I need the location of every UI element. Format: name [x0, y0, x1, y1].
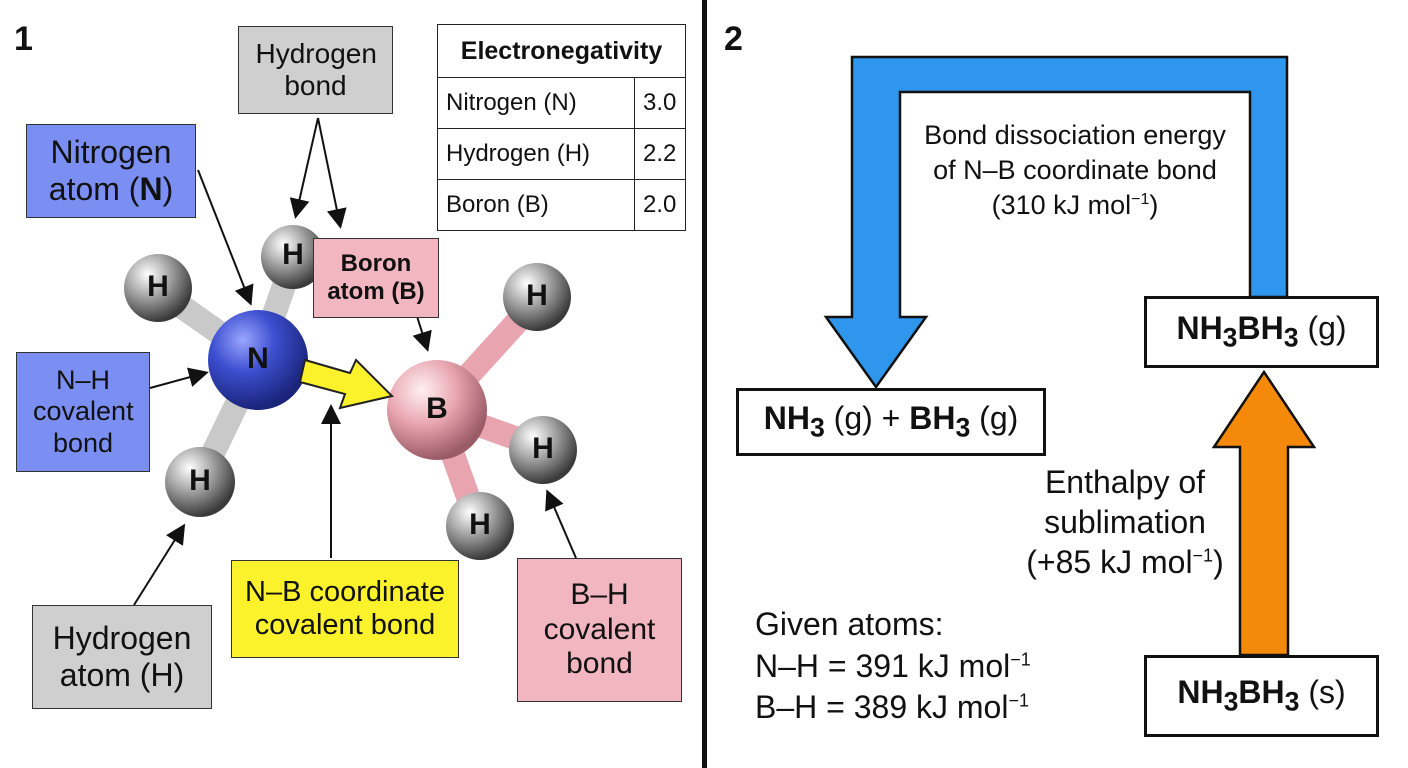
molecule-diagram — [124, 117, 577, 606]
sublimation-arrow — [1211, 369, 1317, 657]
nh3bh3-solid-box: NH3BH3 (s) — [1144, 655, 1379, 737]
boron-atom-sphere — [387, 360, 487, 460]
nitrogen-atom-label: Nitrogen atom (N) — [26, 124, 196, 218]
hydrogen-symbol-left: H — [147, 270, 169, 303]
value-cell: 2.0 — [634, 179, 686, 231]
hydrogen-atom-bottom-left — [165, 447, 235, 517]
panel-2-number: 2 — [724, 20, 743, 58]
nb-bond-text: N–B coordinate covalent bond — [245, 575, 445, 641]
bh-bond-label: B–H covalent bond — [517, 558, 682, 702]
hydrogen-symbol-upper-right: H — [526, 279, 548, 312]
hydrogen-atom-right — [509, 416, 577, 484]
hydrogen-symbol-right: H — [532, 432, 554, 465]
hydrogen-bond-label: Hydrogen bond — [238, 26, 393, 114]
value-cell: 2.2 — [634, 128, 686, 180]
hydrogen-symbol-bottom-left: H — [189, 464, 211, 497]
given-bh: B–H = 389 kJ mol−1 — [755, 689, 1029, 726]
given-nh: N–H = 391 kJ mol−1 — [755, 647, 1031, 684]
nitrogen-symbol: N — [247, 342, 269, 375]
table-row: Boron (B) 2.0 — [437, 179, 686, 231]
boron-symbol: B — [426, 392, 448, 425]
given-title: Given atoms: — [755, 606, 944, 642]
given-atoms: Given atoms: N–H = 391 kJ mol−1 B–H = 38… — [755, 604, 1031, 729]
element-cell: Hydrogen (H) — [437, 128, 635, 180]
table-row: Hydrogen (H) 2.2 — [437, 128, 686, 180]
panel-divider — [702, 0, 707, 768]
nb-bond-label: N–B coordinate covalent bond — [231, 560, 459, 658]
nh-bond-text: N–H covalent bond — [33, 365, 134, 458]
hydrogen-atom-label: Hydrogen atom (H) — [32, 605, 212, 709]
hydrogen-atom-upper-right — [503, 263, 571, 331]
hydrogen-atom-left — [124, 254, 192, 322]
nitrogen-atom-text: Nitrogen atom (N) — [48, 134, 174, 207]
dissociation-label: Bond dissociation energy of N–B coordina… — [924, 120, 1226, 221]
nh-bond-label: N–H covalent bond — [16, 352, 150, 472]
coordinate-bond-arrow — [298, 358, 394, 410]
hydrogen-atom-bottom-right — [446, 492, 514, 560]
hydrogen-atom-top — [261, 225, 325, 289]
element-cell: Nitrogen (N) — [437, 77, 635, 129]
products-box: NH3 (g) + BH3 (g) — [736, 388, 1046, 456]
nh3bh3-solid-formula: NH3BH3 (s) — [1177, 674, 1346, 717]
bh-bond-text: B–H covalent bond — [543, 578, 656, 681]
nh3bh3-gas-formula: NH3BH3 (g) — [1176, 310, 1347, 353]
hydrogen-bond-text: Hydrogen bond — [255, 37, 377, 101]
boron-atom-text: Boron atom (B) — [327, 250, 425, 305]
element-cell: Boron (B) — [437, 179, 635, 231]
panel-1-number: 1 — [14, 20, 33, 58]
electronegativity-table: Electronegativity Nitrogen (N) 3.0 Hydro… — [437, 24, 686, 231]
nh3bh3-gas-box: NH3BH3 (g) — [1144, 296, 1379, 368]
dissociation-arrow — [823, 55, 1289, 390]
products-formula: NH3 (g) + BH3 (g) — [763, 400, 1019, 443]
hydrogen-symbol-top: H — [282, 238, 304, 271]
table-header: Electronegativity — [437, 24, 686, 78]
hydrogen-atom-text: Hydrogen atom (H) — [52, 620, 192, 693]
sublimation-label: Enthalpy of sublimation (+85 kJ mol−1) — [1026, 464, 1224, 580]
boron-atom-label: Boron atom (B) — [313, 238, 439, 318]
nitrogen-atom-sphere — [208, 310, 308, 410]
hydrogen-symbol-bottom-right: H — [469, 508, 491, 541]
